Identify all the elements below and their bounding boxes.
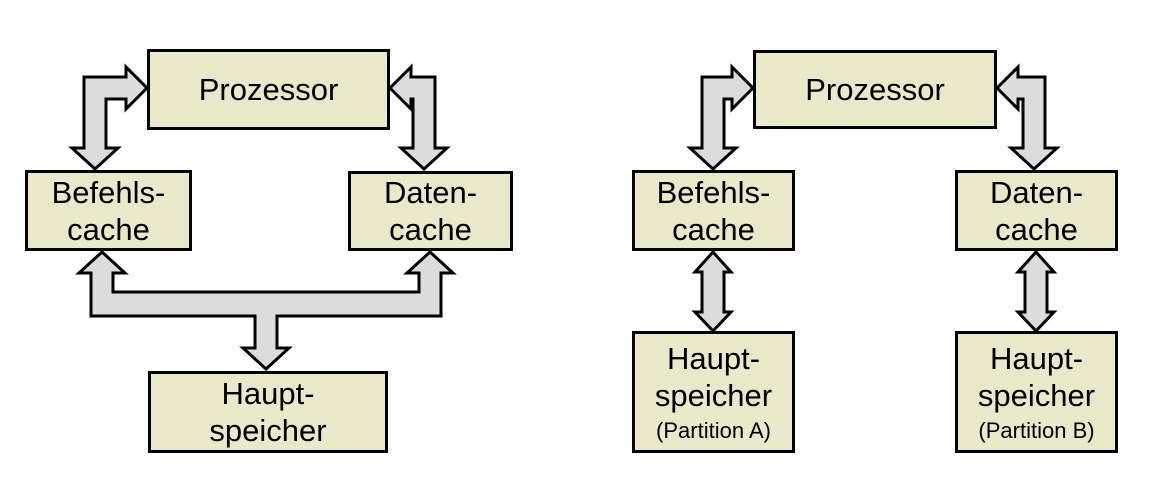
node-prozessor-left: Prozessor	[147, 49, 390, 130]
node-daten-cache-right: Daten- cache	[955, 170, 1118, 251]
node-haupt-speicher-partition-a: Haupt- speicher (Partition A)	[632, 331, 795, 453]
node-label: Befehls- cache	[656, 174, 771, 247]
vertical-double-arrow-icon-befehlscache-partition-a	[691, 249, 735, 334]
node-befehls-cache-left: Befehls- cache	[25, 170, 192, 251]
node-label: Daten- cache	[383, 175, 478, 247]
node-haupt-speicher-partition-b: Haupt- speicher (Partition B)	[955, 331, 1118, 453]
node-sublabel-partition-b: (Partition B)	[978, 417, 1095, 443]
bent-double-arrow-icon-prozessor-befehlscache-right	[686, 63, 756, 172]
bent-double-arrow-icon-prozessor-datencache-left	[387, 63, 451, 172]
node-label: Prozessor	[805, 72, 945, 107]
three-way-arrow-icon-hauptspeicher-caches	[75, 249, 457, 372]
node-label: Prozessor	[198, 72, 339, 107]
node-befehls-cache-right: Befehls- cache	[632, 170, 795, 251]
node-label: Haupt- speicher	[654, 340, 773, 413]
node-label: Haupt- speicher	[209, 376, 327, 448]
node-daten-cache-left: Daten- cache	[348, 171, 513, 251]
bent-double-arrow-icon-prozessor-datencache-right	[994, 63, 1061, 172]
node-haupt-speicher-left: Haupt- speicher	[148, 371, 388, 453]
vertical-double-arrow-icon-datencache-partition-b	[1014, 249, 1058, 334]
node-label: Befehls- cache	[51, 174, 166, 247]
node-label: Haupt- speicher	[977, 340, 1096, 413]
bent-double-arrow-icon-prozessor-befehlscache-left	[68, 63, 150, 172]
node-label: Daten- cache	[989, 174, 1084, 247]
node-sublabel-partition-a: (Partition A)	[656, 417, 771, 443]
node-prozessor-right: Prozessor	[753, 50, 997, 129]
